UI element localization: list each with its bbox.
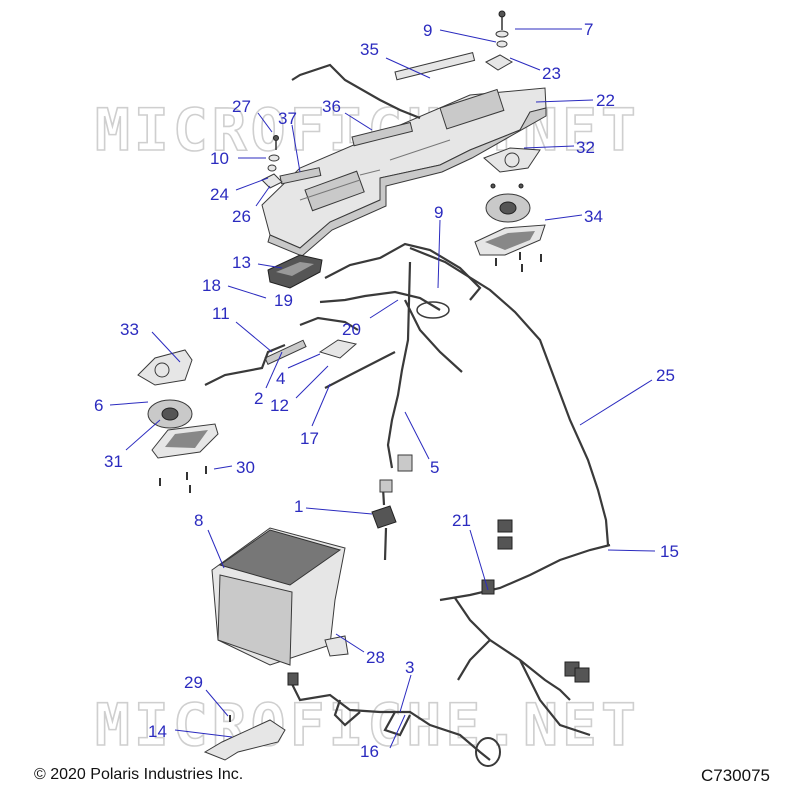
callout-26: 26 xyxy=(232,207,251,226)
trim-strip-35 xyxy=(394,52,476,81)
callout-24: 24 xyxy=(210,185,229,204)
rear-panel-22 xyxy=(261,87,547,257)
callout-13: 13 xyxy=(232,253,251,272)
callout-12: 12 xyxy=(270,396,289,415)
leader-lines xyxy=(109,28,656,749)
fastener-stack-27-10-24-26 xyxy=(261,135,283,189)
callout-37: 37 xyxy=(278,109,297,128)
callout-labels: 7 9 23 35 22 36 37 27 10 24 26 32 34 9 1… xyxy=(94,20,679,761)
speaker-bracket-32 xyxy=(483,147,541,173)
callout-27: 27 xyxy=(232,97,251,116)
callout-21: 21 xyxy=(452,511,471,530)
callout-29: 29 xyxy=(184,673,203,692)
callout-18: 18 xyxy=(202,276,221,295)
callout-8: 8 xyxy=(194,511,203,530)
callout-10: 10 xyxy=(210,149,229,168)
callout-2: 2 xyxy=(254,389,263,408)
fuse-block-13 xyxy=(267,254,323,289)
callout-35: 35 xyxy=(360,40,379,59)
callout-34: 34 xyxy=(584,207,603,226)
callout-25: 25 xyxy=(656,366,675,385)
screws-34 xyxy=(495,252,542,272)
callout-7: 7 xyxy=(584,20,593,39)
callout-14: 14 xyxy=(148,722,167,741)
callout-22: 22 xyxy=(596,91,615,110)
bracket-14 xyxy=(203,719,286,761)
callout-9: 9 xyxy=(423,21,432,40)
connector-1 xyxy=(371,505,397,529)
module-12 xyxy=(318,339,358,359)
callout-30: 30 xyxy=(236,458,255,477)
harness-21 xyxy=(454,597,591,737)
callout-5: 5 xyxy=(430,458,439,477)
callout-19: 19 xyxy=(274,291,293,310)
callout-33: 33 xyxy=(120,320,139,339)
callout-3: 3 xyxy=(405,658,414,677)
speaker-34 xyxy=(474,183,546,256)
screws-30 xyxy=(159,466,207,493)
speaker-31 xyxy=(147,399,219,459)
battery-8 xyxy=(211,527,346,666)
callout-17: 17 xyxy=(300,429,319,448)
harness-20 xyxy=(319,242,482,469)
strip-4 xyxy=(264,339,307,366)
callout-32: 32 xyxy=(576,138,595,157)
callout-16: 16 xyxy=(360,742,379,761)
callout-31: 31 xyxy=(104,452,123,471)
callout-11: 11 xyxy=(212,304,230,323)
trim-strip-36 xyxy=(351,121,414,147)
cable-11 xyxy=(204,316,359,386)
figure-code: C730075 xyxy=(700,766,770,785)
harness-15 xyxy=(439,543,611,602)
callout-9-lower: 9 xyxy=(434,203,443,222)
callout-20: 20 xyxy=(342,320,361,339)
callout-4: 4 xyxy=(276,369,285,388)
callout-23: 23 xyxy=(542,64,561,83)
callout-28: 28 xyxy=(366,648,385,667)
speaker-bracket-33 xyxy=(137,349,193,386)
copyright-notice: © 2020 Polaris Industries Inc. xyxy=(34,766,244,783)
upper-harness xyxy=(291,63,421,120)
bracket-28 xyxy=(324,635,349,657)
callout-1: 1 xyxy=(294,497,303,516)
fastener-stack-7-9 xyxy=(485,10,513,71)
watermark-bottom: MICROFICHE.NET xyxy=(95,691,640,759)
rod-17 xyxy=(324,351,396,389)
callout-6: 6 xyxy=(94,396,103,415)
callout-15: 15 xyxy=(660,542,679,561)
callout-36: 36 xyxy=(322,97,341,116)
cable-25 xyxy=(409,246,610,546)
